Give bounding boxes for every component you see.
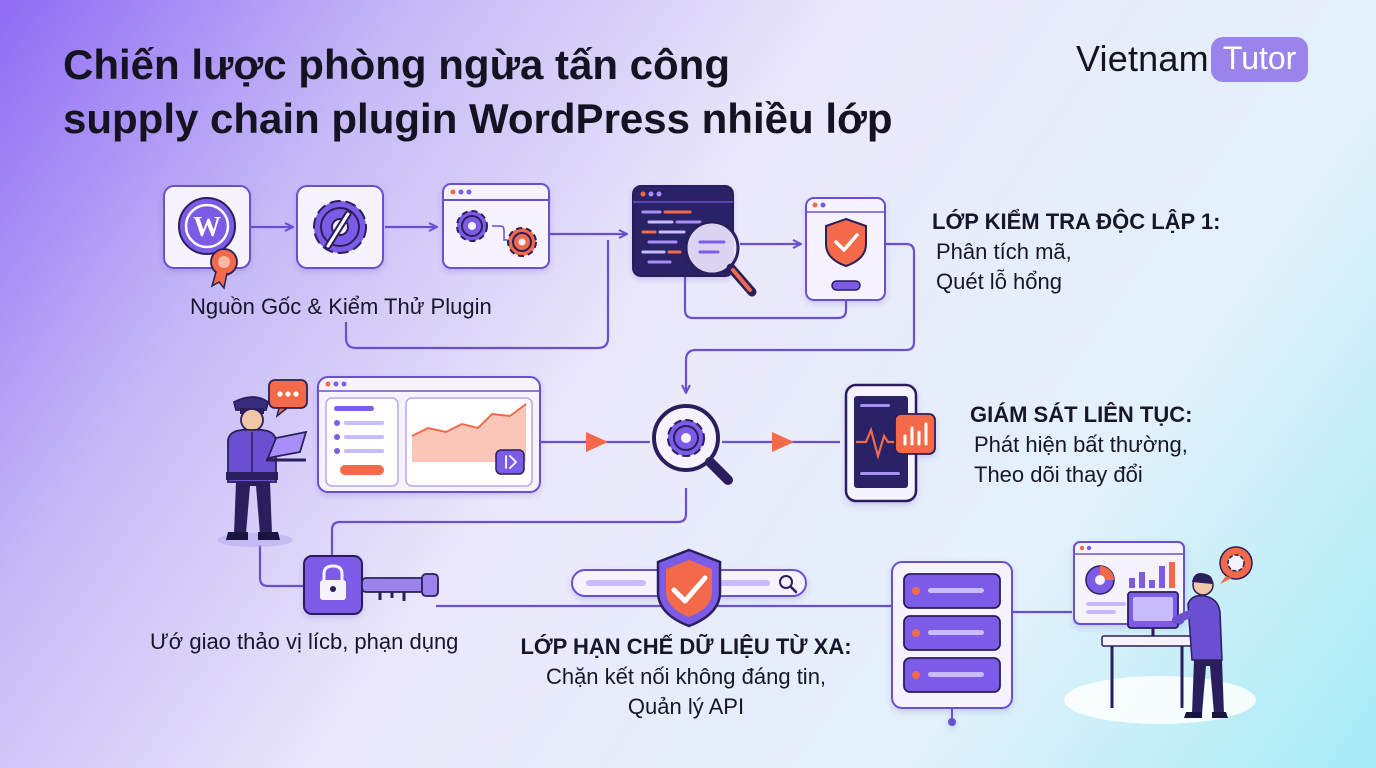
connector-origin-return bbox=[344, 240, 610, 350]
dashboard-area-chart bbox=[411, 403, 527, 475]
label-monitor-line1: Phát hiện bất thường, bbox=[974, 432, 1188, 457]
wordpress-letter: W bbox=[193, 212, 221, 243]
label-agreement-text: Ướ giao thảo vị lícb, phạn dụng bbox=[150, 629, 459, 654]
label-remote-line1: Chặn kết nối không đáng tin, bbox=[545, 664, 827, 689]
search-icon bbox=[779, 575, 798, 594]
connector-officer-to-lock bbox=[258, 545, 304, 588]
label-remote: LỚP HẠN CHẾ DỮ LIỆU TỪ XA: Chặn kết nối … bbox=[516, 632, 856, 722]
gear-wrench-icon bbox=[313, 200, 367, 254]
lock-key-icon bbox=[303, 555, 439, 615]
page-title: Chiến lược phòng ngừa tấn công supply ch… bbox=[63, 38, 893, 146]
brand-name-part-2: Tutor bbox=[1210, 36, 1309, 82]
label-monitor-title: GIÁM SÁT LIÊN TỤC: bbox=[970, 402, 1193, 427]
dashboard-list bbox=[334, 406, 384, 475]
arrowhead-left bbox=[586, 432, 608, 452]
label-layer1-line2: Quét lỗ hổng bbox=[936, 269, 1062, 294]
connector-code-loop bbox=[683, 276, 848, 320]
label-monitor: GIÁM SÁT LIÊN TỤC: Phát hiện bất thường,… bbox=[970, 400, 1192, 490]
tablet-monitor bbox=[844, 383, 936, 503]
label-monitor-line2: Theo dõi thay đổi bbox=[974, 462, 1143, 487]
connector-shield-to-monitor bbox=[686, 242, 916, 392]
label-layer1-line1: Phân tích mã, bbox=[936, 239, 1072, 264]
server-icon bbox=[891, 561, 1013, 726]
code-lines bbox=[641, 210, 702, 264]
wordpress-icon: W bbox=[178, 197, 238, 290]
label-remote-line2: Quản lý API bbox=[627, 694, 745, 719]
label-plugin-origin: Nguồn Gốc & Kiểm Thử Plugin bbox=[190, 292, 492, 322]
remote-shield-check-icon bbox=[656, 548, 722, 628]
label-layer1-title: LỚP KIỂM TRA ĐỘC LẬP 1: bbox=[932, 209, 1221, 234]
brand-logo: Vietnam Tutor bbox=[1076, 34, 1309, 84]
label-plugin-origin-text: Nguồn Gốc & Kiểm Thử Plugin bbox=[190, 294, 492, 319]
shield-check-icon bbox=[825, 217, 867, 268]
monitor-magnifier-gear-icon bbox=[652, 404, 733, 485]
connector-magnifier-to-lock bbox=[330, 488, 688, 556]
arrowhead-right bbox=[772, 432, 794, 452]
security-officer-icon bbox=[217, 379, 308, 547]
label-agreement: Ướ giao thảo vị lícb, phạn dụng bbox=[150, 627, 458, 657]
analyst-icon bbox=[1064, 541, 1256, 724]
brand-name-part-1: Vietnam bbox=[1076, 38, 1209, 79]
label-remote-title: LỚP HẠN CHẾ DỮ LIỆU TỪ XA: bbox=[520, 634, 852, 659]
label-layer1: LỚP KIỂM TRA ĐỘC LẬP 1: Phân tích mã, Qu… bbox=[932, 207, 1221, 297]
flow-arrowheads bbox=[586, 432, 794, 452]
page-title-line-2: supply chain plugin WordPress nhiều lớp bbox=[63, 95, 893, 142]
settings-gears-icon bbox=[456, 210, 537, 257]
page-title-line-1: Chiến lược phòng ngừa tấn công bbox=[63, 41, 730, 88]
code-scan-magnifier-icon bbox=[684, 220, 757, 297]
